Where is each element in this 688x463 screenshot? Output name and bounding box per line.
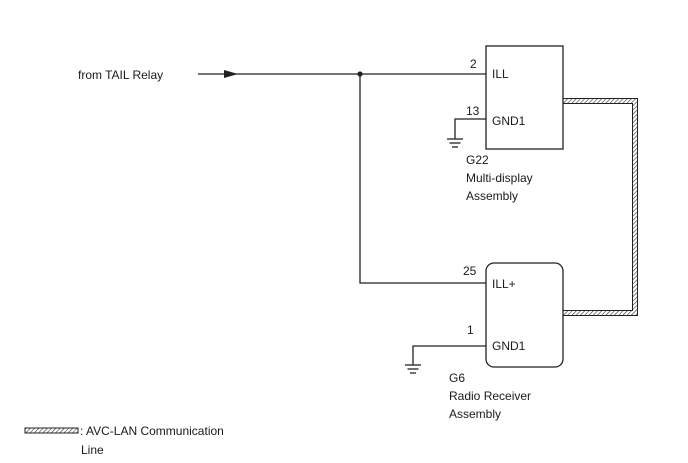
component-code: G6 <box>449 371 466 385</box>
component-name: Multi-display <box>466 171 533 185</box>
pin-number: 2 <box>470 57 477 71</box>
component-code: G22 <box>466 153 489 167</box>
pin-name: GND1 <box>492 339 526 353</box>
pin-number: 25 <box>463 264 477 278</box>
pin-name: GND1 <box>492 114 526 128</box>
g22-connector-body <box>485 45 564 150</box>
avc-lan-line <box>563 98 638 316</box>
legend-swatch <box>24 427 79 434</box>
pin-number: 1 <box>467 323 474 337</box>
source-label: from TAIL Relay <box>78 68 164 82</box>
ground-icon <box>405 345 486 374</box>
component-name: Radio Receiver <box>449 389 532 403</box>
pin-number: 13 <box>466 104 480 118</box>
legend-text: : AVC-LAN Communication <box>80 424 224 438</box>
component-name: Assembly <box>466 189 519 203</box>
tail-relay-wire <box>198 70 486 78</box>
g6-connector-body <box>485 262 564 368</box>
legend-text: Line <box>81 443 104 457</box>
branch-wire <box>357 71 486 284</box>
ground-icon <box>447 118 486 148</box>
arrow-right-icon <box>224 70 238 78</box>
pin-name: ILL <box>492 67 509 81</box>
pin-name: ILL+ <box>492 277 516 291</box>
component-name: Assembly <box>449 407 502 421</box>
